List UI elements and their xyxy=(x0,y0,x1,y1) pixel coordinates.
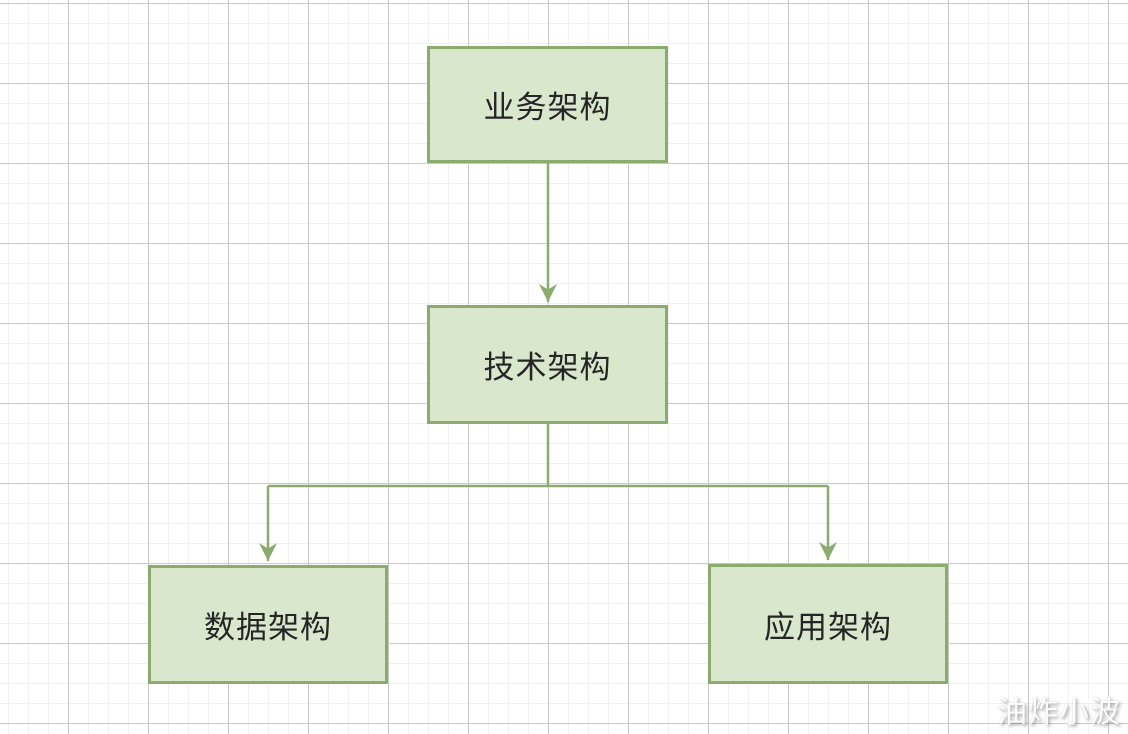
node-data-architecture-label: 数据架构 xyxy=(204,610,332,646)
node-data-architecture: 数据架构 xyxy=(148,565,388,684)
node-technology-architecture-label: 技术架构 xyxy=(483,350,612,386)
node-application-architecture-label: 应用架构 xyxy=(764,609,892,646)
node-business-architecture: 业务架构 xyxy=(427,46,668,163)
node-technology-architecture: 技术架构 xyxy=(427,305,668,424)
node-business-architecture-label: 业务架构 xyxy=(483,90,612,126)
watermark: 油炸小波 xyxy=(997,695,1121,730)
node-application-architecture: 应用架构 xyxy=(708,564,948,684)
